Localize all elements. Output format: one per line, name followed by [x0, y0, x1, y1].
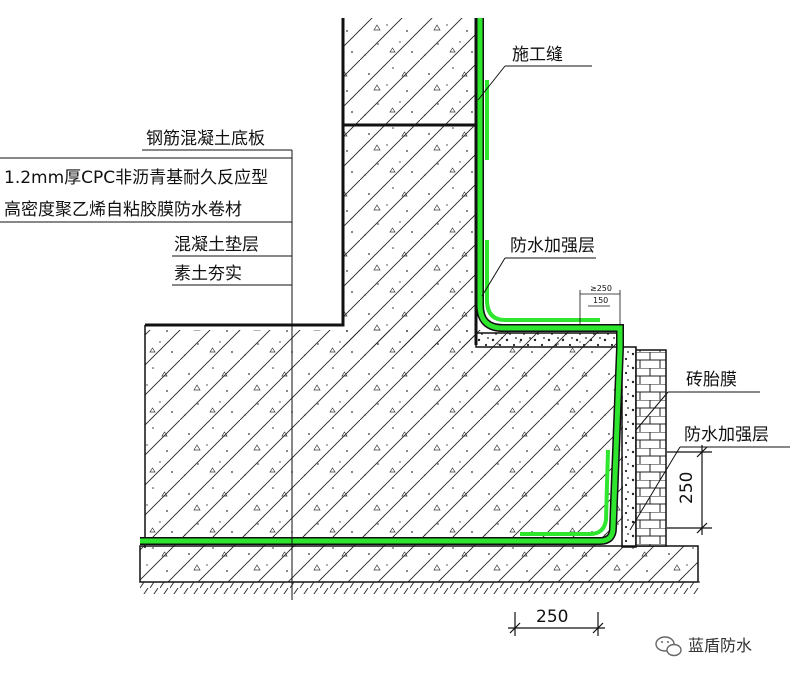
- label-rc-floor-slab: 钢筋混凝土底板: [146, 129, 265, 149]
- waterproof-membrane: [140, 18, 624, 545]
- watermark-text: 蓝盾防水: [688, 636, 752, 655]
- label-compacted-soil: 素土夯实: [174, 264, 242, 284]
- concrete-body: [144, 18, 623, 548]
- label-brick-mold: 砖胎膜: [686, 370, 737, 390]
- brick-mold-wall: [635, 349, 667, 547]
- dim-small-top: ≥250: [590, 284, 612, 293]
- label-membrane-line1: 1.2mm厚CPC非沥青基耐久反应型: [4, 168, 268, 188]
- dim-small-bottom: 150: [593, 296, 608, 305]
- dim-horizontal-label: 250: [536, 607, 568, 627]
- dim-vertical-label: 250: [677, 472, 697, 504]
- label-concrete-cushion: 混凝土垫层: [174, 235, 259, 255]
- leader-lines: [0, 65, 790, 600]
- wechat-icon: [655, 636, 682, 657]
- ground-hatch: [140, 581, 700, 594]
- label-membrane-line2: 高密度聚乙烯自粘胶膜防水卷材: [4, 200, 242, 220]
- dimension-small: [579, 290, 621, 324]
- label-construction-joint: 施工缝: [512, 45, 563, 65]
- dimension-horizontal: [508, 612, 605, 636]
- label-reinforcement-upper: 防水加强层: [510, 236, 595, 256]
- dimension-vertical: [667, 445, 712, 535]
- label-reinforcement-lower: 防水加强层: [684, 425, 769, 445]
